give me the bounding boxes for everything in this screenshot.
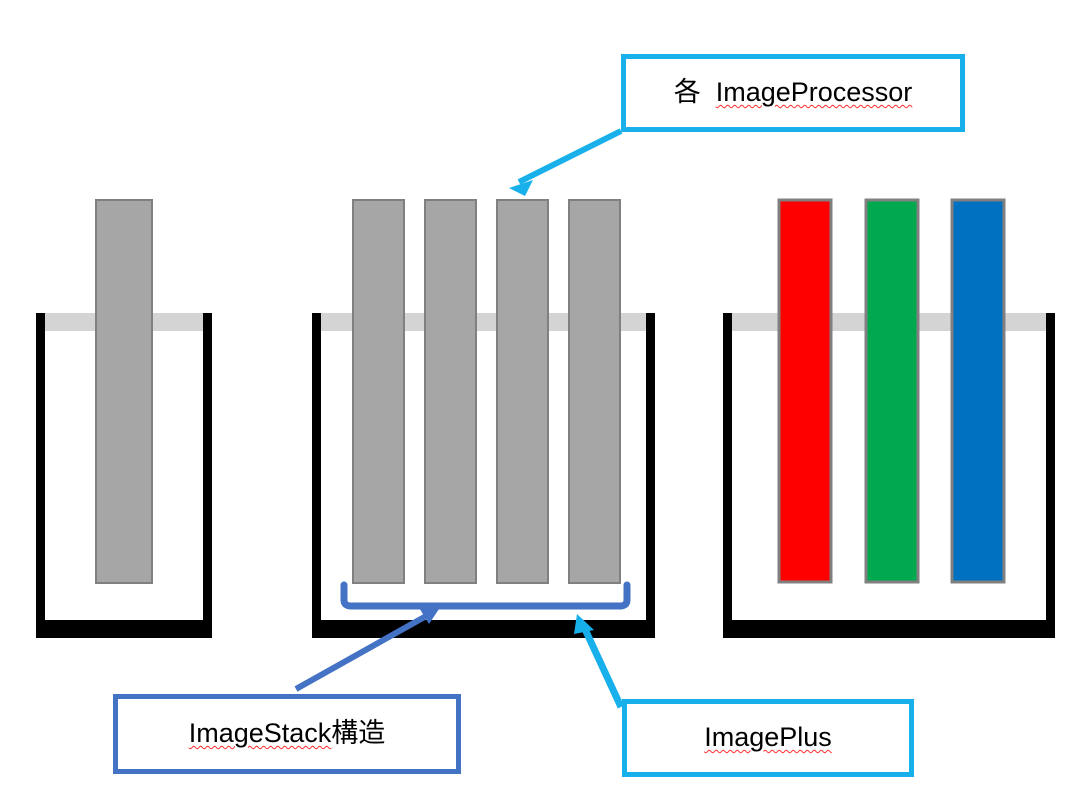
container-left-wall-3 <box>723 313 732 638</box>
arrow-image-stack <box>294 606 439 692</box>
image-stack-bracket <box>340 581 631 610</box>
image-slice <box>95 199 153 584</box>
callout-image-stack-term: ImageStack <box>188 718 332 749</box>
container-right-wall-1 <box>203 313 212 638</box>
container-right-wall-2 <box>646 313 655 638</box>
container-left-wall-2 <box>312 313 321 638</box>
callout-image-processor-term: ImageProcessor <box>715 77 913 108</box>
callout-image-processor[interactable]: 各 ImageProcessor <box>621 54 965 132</box>
container-bottom-3 <box>723 620 1055 638</box>
image-slice <box>496 199 549 584</box>
callout-image-stack-suffix: 構造 <box>331 718 386 749</box>
image-slice <box>568 199 621 584</box>
container-left-wall-1 <box>36 313 45 638</box>
container-bottom-1 <box>36 620 212 638</box>
callout-image-plus[interactable]: ImagePlus <box>622 699 914 777</box>
container-right-wall-3 <box>1046 313 1055 638</box>
red-channel-slice <box>777 198 833 584</box>
callout-image-plus-term: ImagePlus <box>704 722 832 753</box>
callout-image-stack[interactable]: ImageStack 構造 <box>113 694 461 774</box>
image-slice <box>424 199 477 584</box>
rgb-channel-container <box>723 198 1055 638</box>
green-channel-slice <box>864 198 920 584</box>
image-slice <box>352 199 405 584</box>
callout-text-spacer <box>701 78 716 108</box>
image-stack-container <box>312 199 655 638</box>
arrow-image-plus <box>574 614 625 709</box>
blue-channel-slice <box>950 198 1006 584</box>
callout-image-processor-prefix: 各 <box>673 77 701 108</box>
arrow-image-processor <box>509 128 623 196</box>
container-bottom-2 <box>312 620 655 638</box>
single-image-container <box>36 199 212 638</box>
